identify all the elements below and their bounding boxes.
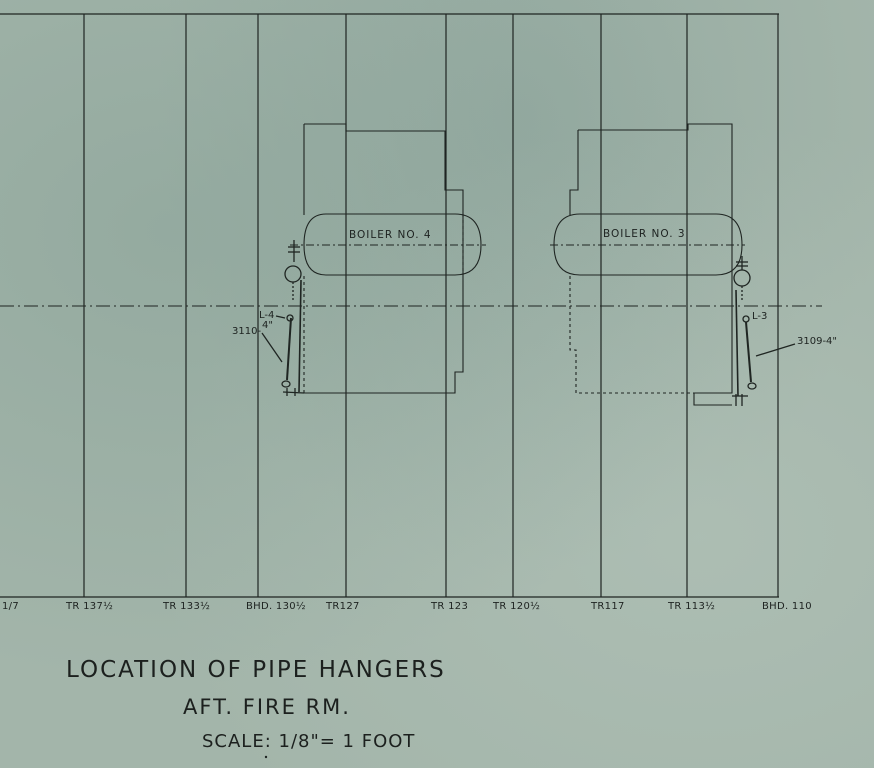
pipe-label-3109: 3109-4" <box>797 336 838 347</box>
frame-label: TR 137½ <box>66 601 114 612</box>
frame-label: 1/7 <box>2 601 19 612</box>
pipe-label-3110: 3110- <box>232 326 262 337</box>
boiler-4-outline <box>290 123 486 394</box>
drawing-title: LOCATION OF PIPE HANGERS <box>66 657 446 683</box>
frame-label: TR117 <box>591 601 625 612</box>
frame-label: TR 133½ <box>163 601 211 612</box>
frame-label: TR 123 <box>431 601 469 612</box>
boiler-3-outline <box>550 123 745 406</box>
hanger-tag-l3: L-3 <box>752 311 768 322</box>
frame-label: BHD. 130½ <box>246 601 306 612</box>
frame-label: TR 120½ <box>493 601 541 612</box>
drawing-scale: SCALE: 1/8"= 1 FOOT <box>202 731 416 752</box>
boiler-3-label: BOILER NO. 3 <box>603 228 686 240</box>
boiler-4-label: BOILER NO. 4 <box>349 229 432 241</box>
right-hanger-assembly <box>732 256 796 406</box>
hanger-tag-l4: L-4 <box>259 310 275 321</box>
frame-label: BHD. 110 <box>762 601 812 612</box>
frame-label: TR127 <box>326 601 360 612</box>
left-hanger-assembly <box>261 240 305 396</box>
frame-label: TR 113½ <box>668 601 716 612</box>
drawing-subtitle: AFT. FIRE RM. <box>183 695 351 719</box>
pipe-size-label-left: 4" <box>262 320 273 331</box>
